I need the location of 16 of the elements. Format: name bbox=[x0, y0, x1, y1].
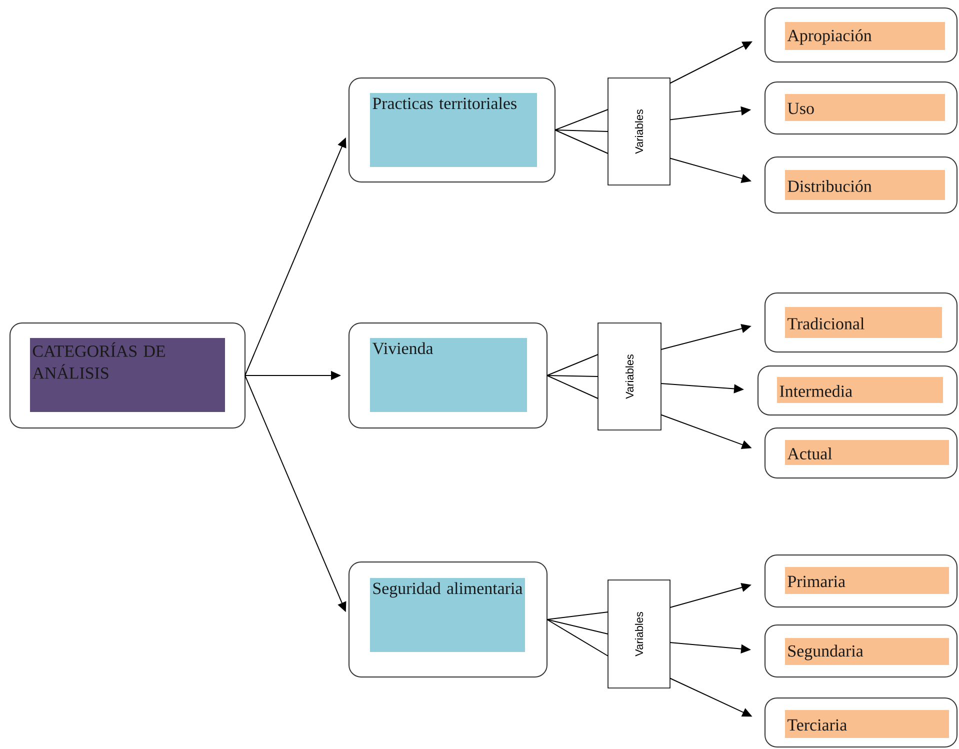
variable-box: Tradicional bbox=[764, 292, 958, 352]
variable-box: Actual bbox=[764, 428, 958, 478]
variable-box: Terciaria bbox=[764, 698, 958, 748]
variables-box: Variables bbox=[608, 78, 670, 186]
variables-box: Variables bbox=[608, 580, 670, 688]
category-box: Practicas territoriales bbox=[348, 78, 556, 182]
variables-box: Variables bbox=[598, 322, 662, 430]
variable-box: Primaria bbox=[764, 554, 958, 608]
variable-box: Distribución bbox=[764, 156, 958, 214]
category-box: Vivienda bbox=[348, 322, 548, 428]
variable-box: Segundaria bbox=[764, 624, 958, 678]
variable-box: Intermedia bbox=[758, 366, 958, 416]
category-box: Seguridad alimentaria bbox=[348, 562, 548, 678]
variable-box: Apropiación bbox=[764, 8, 958, 62]
variable-box: Uso bbox=[764, 82, 958, 134]
category-box: CATEGORÍAS DE ANÁLISIS bbox=[10, 322, 246, 428]
